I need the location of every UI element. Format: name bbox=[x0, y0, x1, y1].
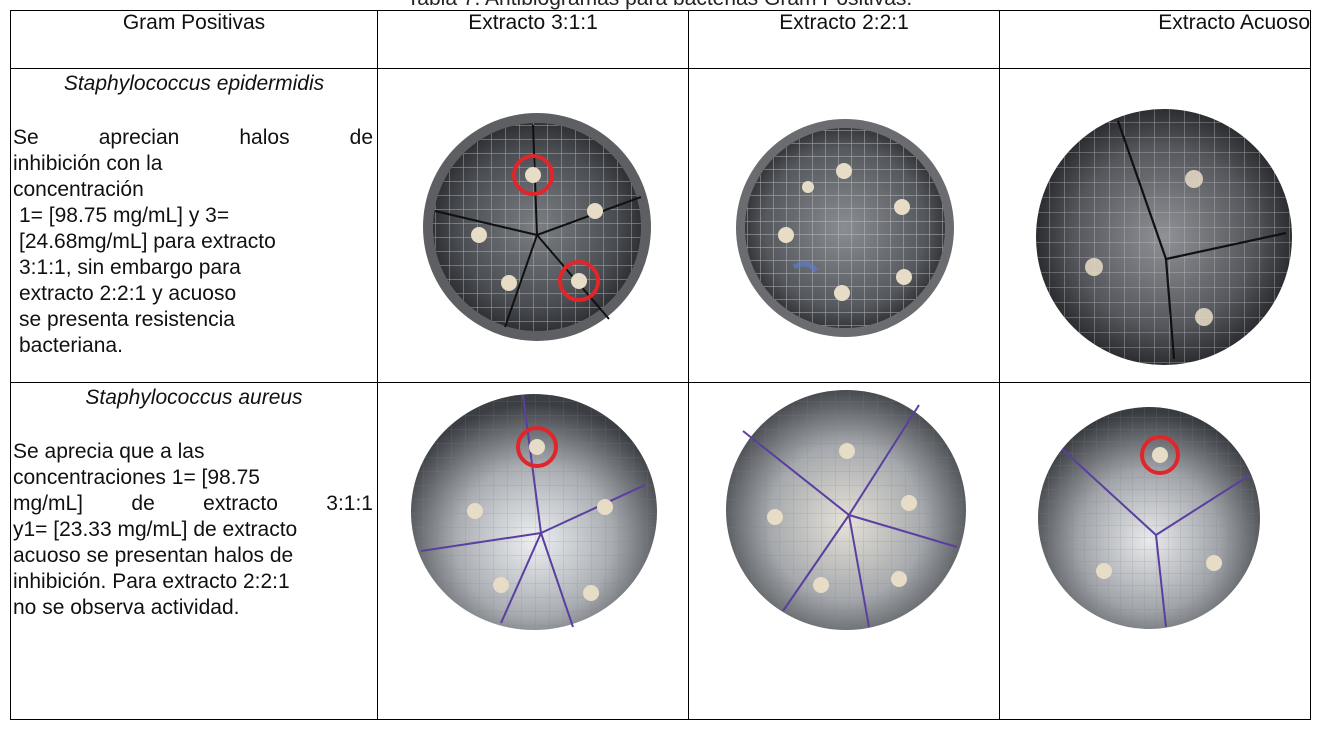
desc-line: concentración bbox=[13, 178, 144, 201]
desc-line: acuoso se presentan halos de bbox=[13, 544, 294, 567]
desc-line: concentraciones 1= [98.75 bbox=[13, 466, 260, 489]
description-cell: Staphylococcus aureus Se aprecia que a l… bbox=[10, 382, 378, 720]
desc-line: bacteriana. bbox=[19, 334, 123, 357]
desc-line: [24.68mg/mL] para extracto bbox=[19, 230, 276, 253]
species-name: Staphylococcus epidermidis bbox=[63, 72, 325, 95]
petri-dish-image bbox=[423, 113, 651, 341]
desc-line: 3:1:1, sin embargo para bbox=[19, 256, 241, 279]
description-cell: Staphylococcus epidermidis Se aprecian h… bbox=[10, 68, 378, 383]
description-text: Se aprecian halos de inhibición con la c… bbox=[11, 125, 377, 359]
header-gram-positivas: Gram Positivas bbox=[10, 10, 378, 69]
row-s-aureus: Staphylococcus aureus Se aprecia que a l… bbox=[10, 382, 1311, 720]
desc-line: 1= [98.75 mg/mL] y 3= bbox=[19, 204, 230, 227]
desc-line: y1= [23.33 mg/mL] de extracto bbox=[13, 518, 298, 541]
table-caption: Tabla 7. Antibiogramas para bacterias Gr… bbox=[0, 0, 1319, 10]
plate-cell-311 bbox=[377, 382, 689, 720]
description-text: Se aprecia que a las concentraciones 1= … bbox=[11, 439, 377, 621]
plate-cell-acuoso bbox=[999, 68, 1311, 383]
desc-line: no se observa actividad. bbox=[13, 596, 240, 619]
row-s-epidermidis: Staphylococcus epidermidis Se aprecian h… bbox=[10, 68, 1311, 383]
desc-line: mg/mL] de extracto 3:1:1 bbox=[13, 492, 373, 515]
header-extracto-acuoso: Extracto Acuoso bbox=[999, 10, 1311, 69]
antibiogram-table: Gram Positivas Extracto 3:1:1 Extracto 2… bbox=[10, 10, 1311, 720]
plate-cell-221 bbox=[688, 382, 1000, 720]
petri-dish-image bbox=[1036, 109, 1292, 365]
petri-dish-image bbox=[736, 119, 954, 337]
petri-dish-image bbox=[1038, 407, 1260, 629]
plate-cell-acuoso bbox=[999, 382, 1311, 720]
species-name: Staphylococcus aureus bbox=[85, 386, 303, 409]
header-extracto-221: Extracto 2:2:1 bbox=[688, 10, 1000, 69]
petri-dish-image bbox=[411, 394, 657, 630]
desc-line: Se aprecia que a las bbox=[13, 440, 205, 463]
desc-line: extracto 2:2:1 y acuoso bbox=[19, 282, 237, 305]
plate-cell-311 bbox=[377, 68, 689, 383]
header-extracto-311: Extracto 3:1:1 bbox=[377, 10, 689, 69]
petri-dish-image bbox=[726, 390, 966, 630]
header-row: Gram Positivas Extracto 3:1:1 Extracto 2… bbox=[10, 10, 1311, 69]
desc-line: inhibición. Para extracto 2:2:1 bbox=[13, 570, 290, 593]
desc-line: inhibición con la bbox=[13, 152, 163, 175]
desc-line: se presenta resistencia bbox=[19, 308, 235, 331]
plate-cell-221 bbox=[688, 68, 1000, 383]
desc-line: Se aprecian halos de bbox=[13, 126, 373, 149]
